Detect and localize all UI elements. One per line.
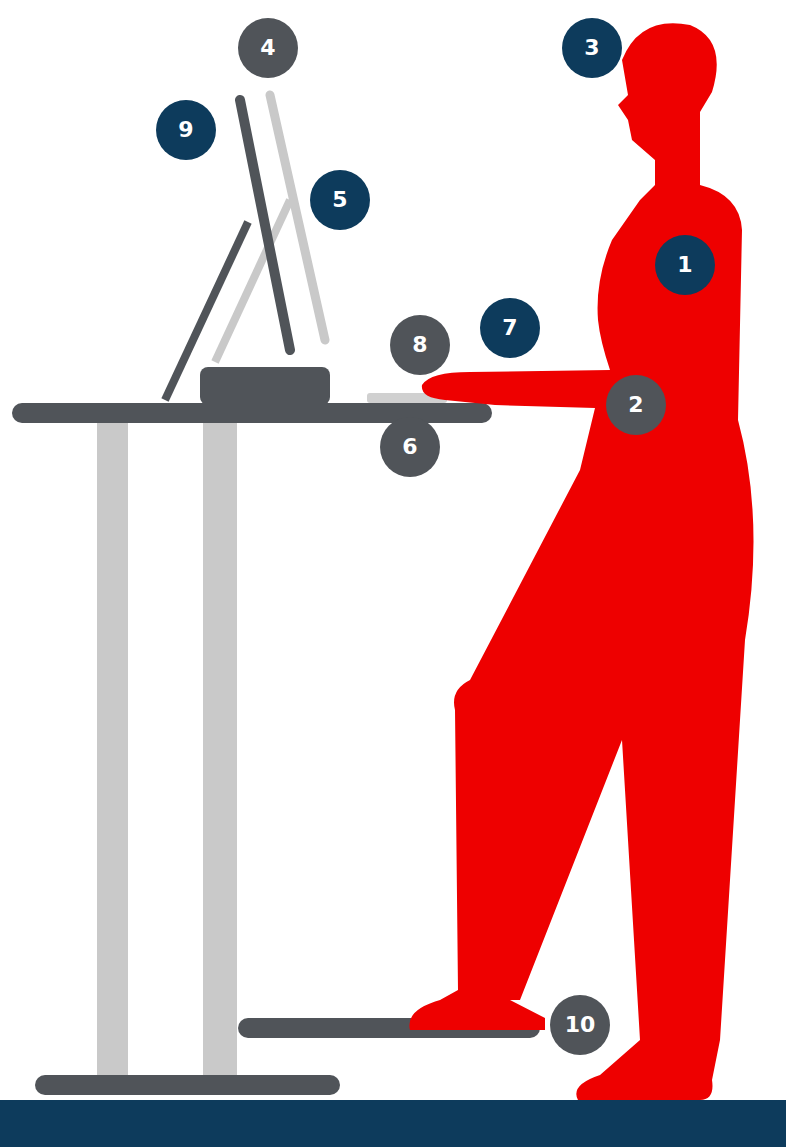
person-silhouette xyxy=(409,23,753,1100)
circle-fill xyxy=(550,995,610,1055)
desk-leg xyxy=(97,420,128,1080)
circle-fill xyxy=(380,417,440,477)
callout-number: 4 xyxy=(260,37,275,59)
callout-circle: 3 xyxy=(562,18,622,78)
callout-number: 6 xyxy=(402,436,417,458)
circle-fill xyxy=(310,170,370,230)
desk-leg xyxy=(203,420,237,1080)
callout-circle: 2 xyxy=(606,375,666,435)
monitor xyxy=(240,100,290,350)
callout-circle: 9 xyxy=(156,100,216,160)
callout-circle: 1 xyxy=(655,235,715,295)
callout-circle: 6 xyxy=(380,417,440,477)
circle-fill xyxy=(238,18,298,78)
monitor-base xyxy=(200,367,330,405)
callout-number: 10 xyxy=(565,1014,596,1036)
callout-circle: 10 xyxy=(550,995,610,1055)
callout-circle: 7 xyxy=(480,298,540,358)
callout-number: 5 xyxy=(332,189,347,211)
circle-fill xyxy=(562,18,622,78)
floor-band xyxy=(0,1100,786,1147)
circle-fill xyxy=(480,298,540,358)
callout-number: 9 xyxy=(178,119,193,141)
callout-number: 1 xyxy=(677,254,692,276)
callout-circle: 5 xyxy=(310,170,370,230)
callout-circle: 8 xyxy=(390,315,450,375)
callout-number: 8 xyxy=(412,334,427,356)
callout-number: 2 xyxy=(628,394,643,416)
circle-fill xyxy=(655,235,715,295)
callout-number: 7 xyxy=(502,317,517,339)
circle-fill xyxy=(390,315,450,375)
circle-fill xyxy=(606,375,666,435)
desk-foot xyxy=(35,1075,340,1095)
callout-circle: 4 xyxy=(238,18,298,78)
circle-fill xyxy=(156,100,216,160)
callout-number: 3 xyxy=(584,37,599,59)
